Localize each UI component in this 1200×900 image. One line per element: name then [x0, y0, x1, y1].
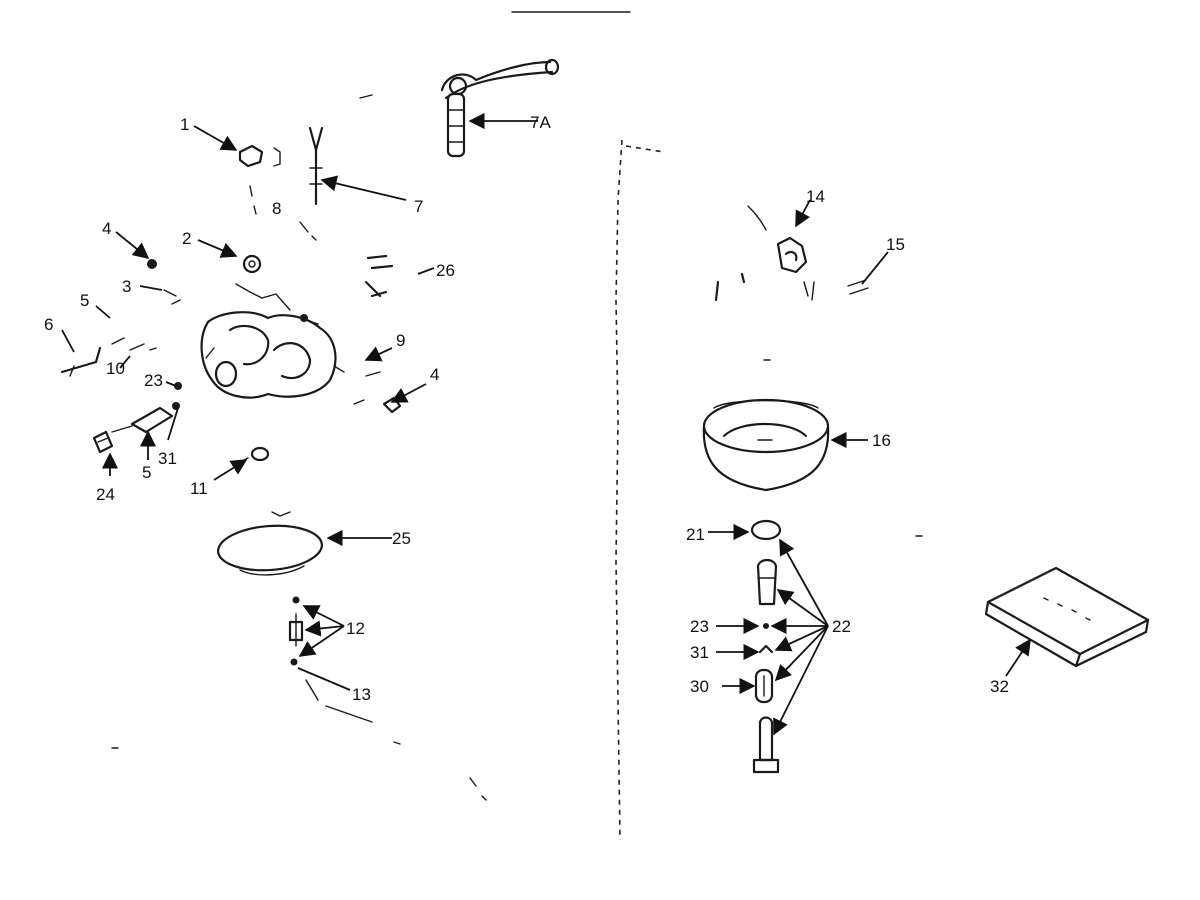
label-31-left: 31: [158, 449, 177, 468]
part-13-bowl-screw: [290, 658, 373, 723]
part-26-bracket: [364, 254, 394, 298]
label-7: 7: [414, 197, 423, 216]
label-15: 15: [886, 235, 905, 254]
label-9: 9: [396, 331, 405, 350]
part-8-screw: [249, 185, 317, 241]
label-23-right: 23: [690, 617, 709, 636]
part-2-nut: [242, 254, 262, 274]
label-8: 8: [272, 199, 281, 218]
part-7a-choke-lever: [440, 58, 560, 158]
faint-marks: [111, 741, 487, 801]
part-11-pin: [239, 446, 270, 463]
part-9-screw: [353, 371, 381, 405]
part-25-gasket: [217, 511, 323, 576]
part-3-washer: [163, 289, 181, 305]
part-5-spring: [111, 337, 157, 351]
label-14: 14: [806, 187, 825, 206]
carburetor-body: [200, 283, 345, 399]
label-4-left: 4: [102, 219, 111, 238]
part-32-manual-booklet: [984, 566, 1150, 668]
part-22-jet-upper: [756, 558, 778, 606]
part-4-screw-left: [147, 259, 157, 269]
label-32: 32: [990, 677, 1009, 696]
separator-top-dash: [625, 145, 665, 153]
part-5-needle: [111, 402, 180, 434]
part-15-pin: [847, 279, 869, 295]
part-21-gasket: [750, 519, 782, 541]
leader-lines: [61, 112, 1031, 736]
part-16-float-bowl: [702, 398, 830, 492]
label-10: 10: [106, 359, 125, 378]
label-12: 12: [346, 619, 365, 638]
label-24: 24: [96, 485, 115, 504]
label-23-left: 23: [144, 371, 163, 390]
label-13: 13: [352, 685, 371, 704]
label-26: 26: [436, 261, 455, 280]
part-7-shaft: [308, 126, 324, 206]
separator-dashed-line: [615, 139, 623, 841]
label-5-lower: 5: [142, 463, 151, 482]
part-23-washer-left: [174, 382, 182, 390]
part-31-spring-right: [758, 644, 774, 654]
label-11: 11: [190, 479, 208, 498]
part-23-washer-right: [763, 623, 769, 629]
label-25: 25: [392, 529, 411, 548]
label-7a: 7A: [530, 113, 551, 132]
label-30: 30: [690, 677, 709, 696]
label-2: 2: [182, 229, 191, 248]
label-4-right: 4: [430, 365, 439, 384]
label-1: 1: [180, 115, 189, 134]
part-1-nut: [238, 144, 281, 168]
label-31-right: 31: [690, 643, 709, 662]
small-tick-mark: [359, 94, 373, 99]
label-5-upper: 5: [80, 291, 89, 310]
part-14-float: [714, 205, 815, 302]
label-3: 3: [122, 277, 131, 296]
label-21: 21: [686, 525, 705, 544]
part-24-needle-seat: [92, 430, 114, 454]
label-16: 16: [872, 431, 891, 450]
part-22-bowl-nut: [752, 716, 780, 774]
part-4-screw-right: [382, 396, 402, 414]
label-22: 22: [832, 617, 851, 636]
part-12-washers: [288, 596, 304, 647]
label-6: 6: [44, 315, 53, 334]
part-number-labels: 7A 1 7 8 4 2 26 3 5 6 9 10 23 4 31 5 24 …: [44, 113, 1009, 704]
part-30-jet: [754, 668, 774, 704]
part-6-screw: [60, 346, 102, 377]
